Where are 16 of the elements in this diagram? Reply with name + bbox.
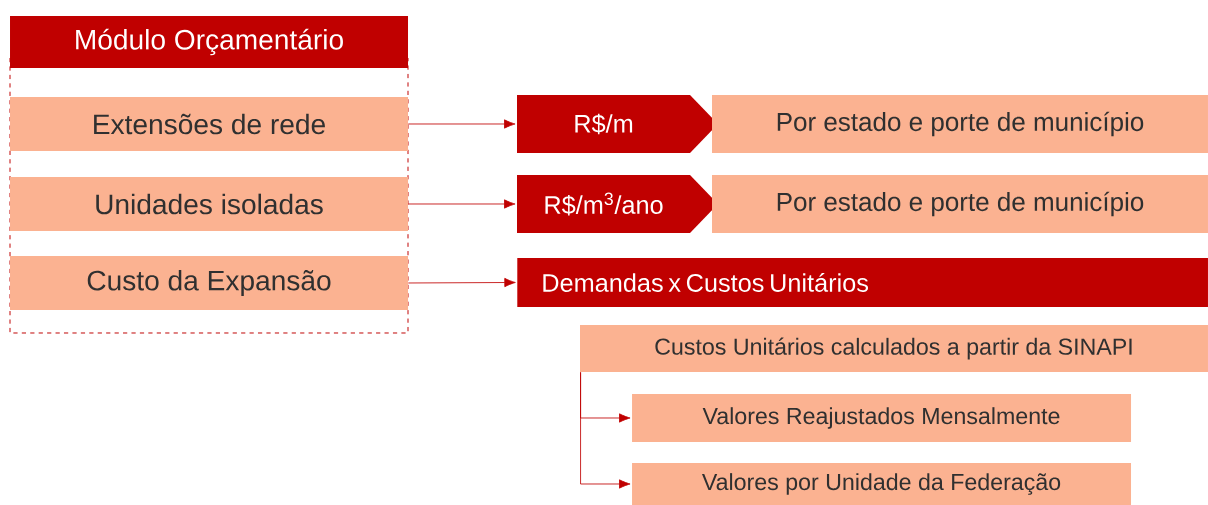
item-box: Por estado e porte de município	[712, 95, 1208, 153]
node-label: Módulo Orçamentário	[76, 28, 343, 56]
item-box: Custos Unitários calculados a partir da SINAPI	[580, 325, 1208, 372]
item-box: Valores Reajustados Mensalmente	[632, 394, 1131, 442]
item-box: Unidades isoladas	[10, 177, 408, 231]
arrow	[407, 277, 516, 288]
unit-tag: R$/m$^{3}$/ano	[517, 175, 718, 233]
arrow	[407, 119, 516, 129]
item-box: Por estado e porte de município	[712, 175, 1208, 233]
arrow	[580, 371, 631, 489]
arrow	[407, 199, 516, 209]
item-box: Extensões de rede	[10, 97, 408, 151]
item-box: Valores por Unidade da Federação	[632, 463, 1131, 505]
result-bar: Demandas x Custos Unitários	[517, 257, 1208, 307]
item-box: Custo da Expansão	[10, 256, 408, 310]
unit-tag: R$/m	[517, 95, 718, 153]
